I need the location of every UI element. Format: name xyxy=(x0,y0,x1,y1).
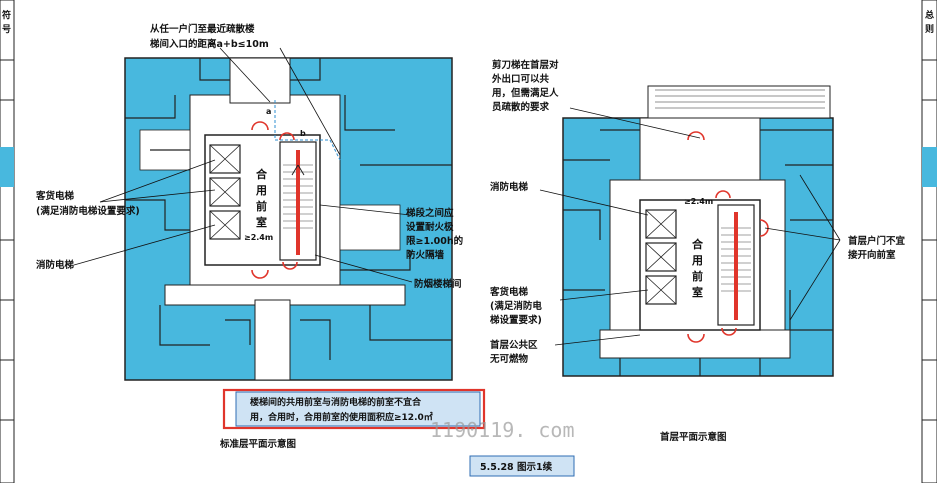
right-note-scissor-3: 用，但需满足人 xyxy=(491,87,559,99)
right-entry-hall xyxy=(639,117,761,191)
left-bottom-entry xyxy=(254,299,291,381)
left-anteroom-char-4: 室 xyxy=(256,215,267,229)
left-tab-char-2: 号 xyxy=(2,24,11,35)
right-label-passenger-elevator-3: 梯设置要求) xyxy=(490,314,542,326)
right-label-door-1: 首层户门不宜 xyxy=(848,235,906,247)
right-tab-char-1: 总 xyxy=(925,9,934,21)
left-label-wall-3: 限≥1.00h的 xyxy=(406,235,464,247)
right-label-door-2: 接开向前室 xyxy=(848,249,896,261)
left-distance-path xyxy=(274,100,341,161)
left-label-passenger-elevator-1: 客货电梯 xyxy=(35,190,75,202)
right-note-scissor-1: 剪刀梯在首层对 xyxy=(492,59,559,71)
left-fire-wall xyxy=(296,150,300,255)
left-top-entry xyxy=(229,57,291,104)
right-anteroom-dim: ≥2.4m xyxy=(684,197,713,206)
left-label-wall-1: 梯段之间应 xyxy=(406,207,454,219)
right-label-passenger-elevator-2: (满足消防电 xyxy=(490,300,542,312)
left-anteroom-char-2: 用 xyxy=(256,184,267,197)
right-exterior-stair xyxy=(647,85,831,119)
right-elevators xyxy=(645,209,677,305)
right-interior-walls xyxy=(563,129,833,376)
left-top-note-line2: 梯间入口的距离a+b≤10m xyxy=(150,38,269,50)
right-label-fire-elevator: 消防电梯 xyxy=(490,181,529,193)
right-label-passenger-elevator-1: 客货电梯 xyxy=(489,286,529,298)
right-label-public-1: 首层公共区 xyxy=(490,339,538,351)
right-anteroom-char-4: 室 xyxy=(692,285,703,299)
right-scissor-stair xyxy=(717,204,755,326)
right-leaders xyxy=(539,107,841,346)
left-plan-caption: 标准层平面示意图 xyxy=(219,438,296,450)
left-label-smoke-stair: 防烟楼梯间 xyxy=(414,278,462,290)
highlight-note-fill xyxy=(235,391,481,427)
right-note-scissor-4: 员疏散的要求 xyxy=(492,101,550,113)
left-label-wall-2: 设置耐火极 xyxy=(406,221,454,233)
right-bottom-public xyxy=(599,329,791,359)
left-label-passenger-elevator-2: (满足消防电梯设置要求) xyxy=(36,205,140,217)
highlight-line1: 楼梯间的共用前室与消防电梯的前室不宜合 xyxy=(250,396,422,408)
watermark: 1190119. com xyxy=(430,418,575,442)
left-margin-bar: 符 号 xyxy=(0,0,15,483)
left-leaders xyxy=(73,47,413,283)
right-fire-doors xyxy=(687,131,769,343)
left-anteroom-char-3: 前 xyxy=(256,199,267,213)
right-margin-bar: 总 则 xyxy=(921,0,937,483)
figure-caption: 5.5.28 图示1续 xyxy=(480,461,553,473)
left-label-fire-elevator: 消防电梯 xyxy=(36,259,75,271)
right-anteroom-char-3: 前 xyxy=(692,269,703,283)
highlight-line2: 用，合用时，合用前室的使用面积应≥12.0㎡ xyxy=(249,411,433,423)
left-fire-doors xyxy=(251,121,298,279)
highlight-note-box xyxy=(222,388,486,430)
right-anteroom-char-2: 用 xyxy=(692,254,703,267)
right-plan-caption: 首层平面示意图 xyxy=(660,431,727,443)
right-floor-plan: 合 用 前 室 ≥2.4m 剪刀梯在首层对 外出口可以共 用，但需满足人 员疏散… xyxy=(489,59,906,443)
figure-caption-box xyxy=(469,455,575,477)
left-anteroom-dim: ≥2.4m xyxy=(244,233,273,242)
left-top-note-line1: 从任一户门至最近疏散楼 xyxy=(150,23,255,35)
left-interior-walls xyxy=(125,58,452,360)
right-side-room xyxy=(339,204,401,251)
left-label-wall-4: 防火隔墙 xyxy=(406,249,445,261)
right-label-public-2: 无可燃物 xyxy=(489,353,529,365)
right-note-scissor-2: 外出口可以共 xyxy=(491,73,550,85)
right-fire-wall xyxy=(734,212,738,320)
left-scissor-stair xyxy=(279,141,317,261)
dim-a-label: a xyxy=(266,107,271,116)
dim-b-label: b xyxy=(300,129,306,138)
left-anteroom-char-1: 合 xyxy=(256,167,268,181)
right-tab-char-2: 则 xyxy=(925,23,934,35)
left-tab-char-1: 符 xyxy=(2,9,11,21)
left-floor-plan: 合 用 前 室 ≥2.4m a b 从任一户门至最近疏散楼 梯间入口的距离a+b… xyxy=(35,23,486,450)
right-anteroom-char-1: 合 xyxy=(692,237,704,251)
